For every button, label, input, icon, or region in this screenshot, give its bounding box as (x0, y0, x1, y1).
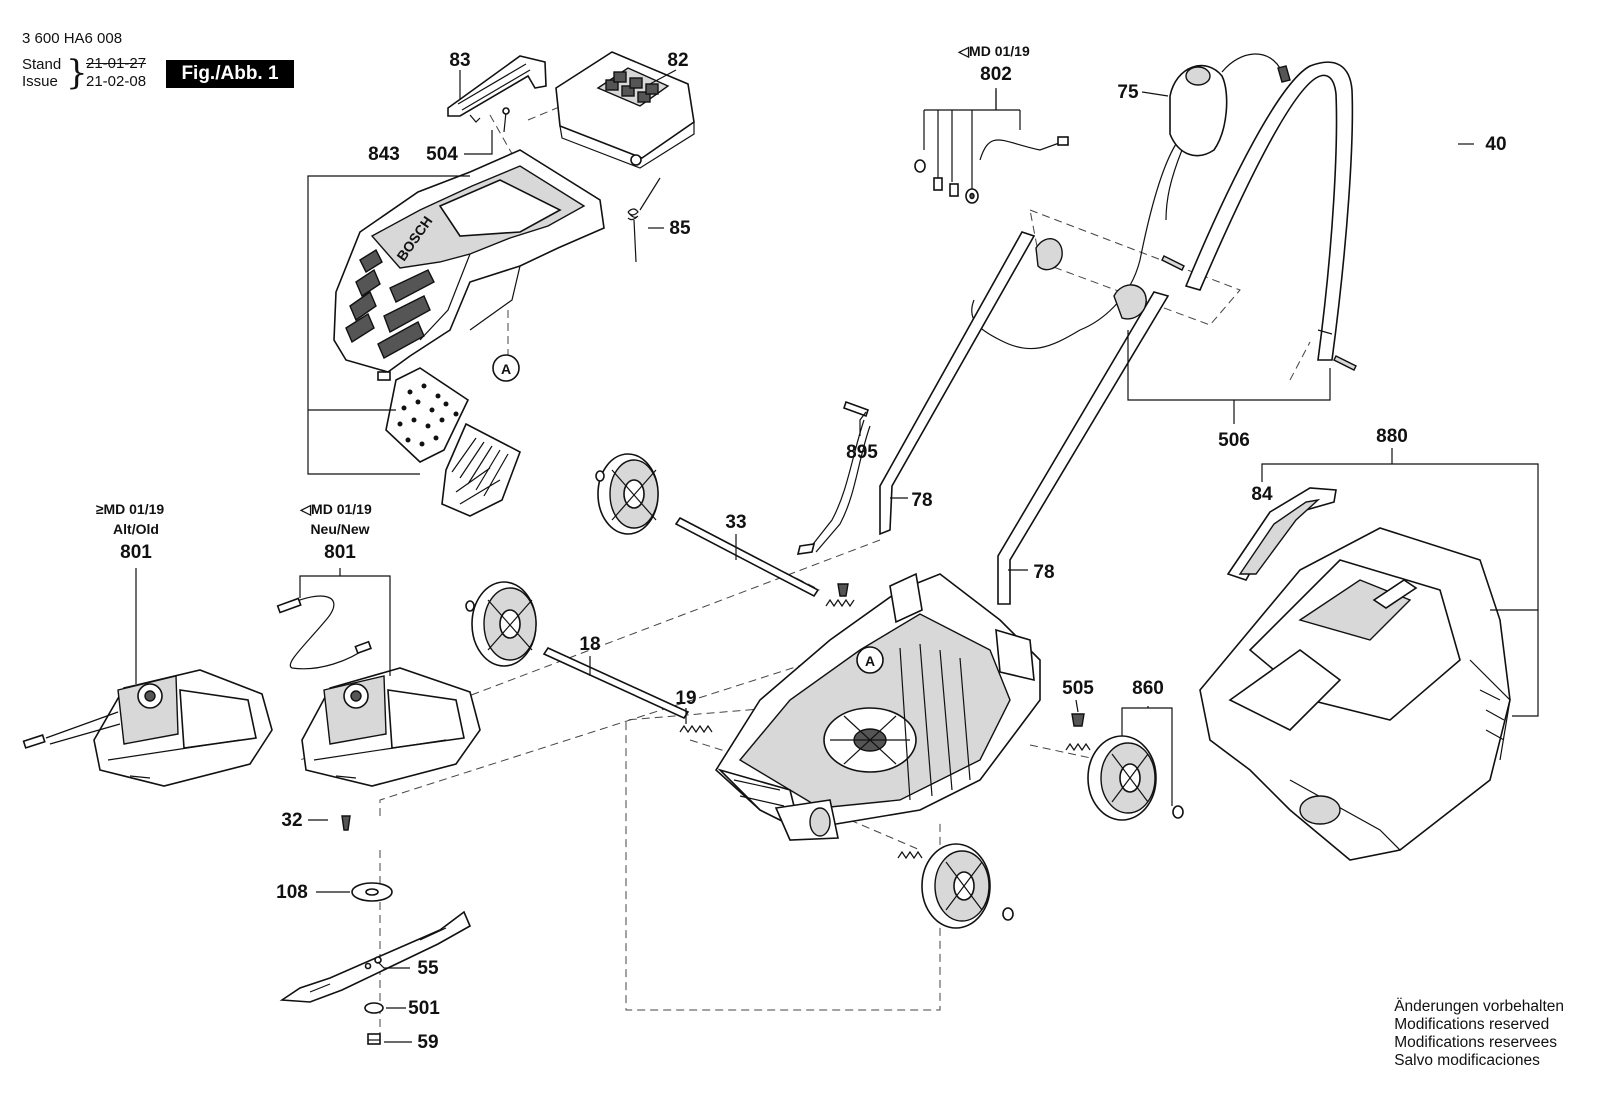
date-old: 21-01-27 (86, 55, 147, 72)
wheel-860-part (1087, 735, 1184, 821)
upper-housing-part: BOSCH (333, 149, 605, 381)
stand-label: Stand (22, 56, 62, 73)
grass-box-880-part (1199, 527, 1511, 861)
grass-box-handle-84-part (1226, 487, 1337, 581)
screw-32-part (341, 815, 351, 831)
variant-old-md-label: ≥MD 01/19 (96, 501, 165, 517)
date-new: 21-02-08 (86, 73, 147, 90)
callout-880: 880 (1376, 426, 1408, 447)
callout-75: 75 (1117, 82, 1139, 103)
callout-843: 843 (368, 144, 400, 165)
housing-vent-slots (345, 248, 435, 359)
note-line-en: Modifications reserved (1394, 1016, 1550, 1033)
clamp-knob-right-part (1113, 284, 1147, 320)
brace-icon: } (66, 53, 88, 93)
clamp-knob-left-part (1035, 238, 1063, 271)
callout-504: 504 (426, 144, 458, 165)
cable-set-802-part (914, 90, 1069, 204)
callout-801-old: 801 (120, 542, 152, 563)
callout-59: 59 (417, 1032, 438, 1053)
callout-78: 78 (911, 490, 932, 511)
reference-marker-a-top: A (492, 354, 520, 382)
bolt-59-part (367, 1033, 381, 1045)
callout-85: 85 (669, 218, 691, 239)
motor-old-part (22, 669, 273, 787)
reference-a-label: A (501, 361, 511, 377)
callout-895: 895 (846, 442, 878, 463)
screw-504-part (502, 107, 510, 133)
switch-box-75-part (971, 53, 1291, 350)
wheel-front-left-part (465, 581, 537, 667)
callout-82: 82 (667, 50, 688, 71)
variant-old-label: Alt/Old (113, 521, 159, 537)
variant-new-label: Neu/New (310, 521, 369, 537)
leader-lines (135, 69, 1539, 1043)
callout-78: 78 (1033, 562, 1054, 583)
note-line-de: Änderungen vorbehalten (1394, 998, 1564, 1015)
mower-deck-part (714, 572, 1041, 841)
callout-505: 505 (1062, 678, 1094, 699)
spring-85-part (627, 177, 661, 263)
issue-label: Issue (22, 73, 58, 90)
callout-33: 33 (725, 512, 746, 533)
callout-108: 108 (276, 882, 308, 903)
callout-84: 84 (1251, 484, 1273, 505)
upper-handle-40-part (1184, 61, 1354, 361)
carry-handle-part (447, 55, 547, 123)
screw-505-part (1071, 713, 1085, 727)
callout-55: 55 (417, 958, 439, 979)
blade-55-part (279, 910, 472, 1003)
callout-83: 83 (449, 50, 470, 71)
motor-cable-part (276, 595, 372, 670)
callout-19: 19 (675, 688, 696, 709)
callout-18: 18 (579, 634, 600, 655)
callout-801-new: 801 (324, 542, 356, 563)
blade-washer-108-part (351, 882, 393, 902)
note-line-es: Salvo modificaciones (1394, 1052, 1540, 1069)
washer-501-part (364, 1002, 384, 1014)
handle-bolt-part (1161, 255, 1357, 371)
cable-md-label: ◁MD 01/19 (957, 43, 1030, 59)
grille-insert-part (385, 367, 470, 463)
note-line-fr: Modifications reservees (1394, 1034, 1558, 1051)
deck-screw-part (837, 583, 849, 597)
callout-labels: 83 82 504 843 85 75 40 506 880 84 895 78… (96, 43, 1507, 1053)
callout-40: 40 (1485, 134, 1506, 155)
figure-badge: Fig./Abb. 1 (166, 60, 294, 88)
grille-comb-part (441, 422, 521, 517)
spring-19-part (679, 724, 713, 734)
callout-32: 32 (281, 810, 302, 831)
axle-18-part (542, 646, 690, 720)
motor-new-part (301, 667, 481, 787)
axle-33-part (674, 516, 820, 598)
lower-handle-right-part (997, 291, 1170, 605)
pin-895-part (842, 400, 870, 418)
callout-501: 501 (408, 998, 440, 1019)
callout-860: 860 (1132, 678, 1164, 699)
wheel-rear-left-part (595, 453, 659, 535)
callout-802: 802 (980, 64, 1012, 85)
document-number: 3 600 HA6 008 (22, 30, 123, 47)
wheel-front-right-part (921, 843, 1014, 929)
reference-a-label: A (865, 653, 875, 669)
reference-marker-a-deck: A (856, 646, 884, 674)
variant-new-md-label: ◁MD 01/19 (299, 501, 372, 517)
spring-part (825, 598, 1091, 860)
modifications-note: Änderungen vorbehalten Modifications res… (1394, 998, 1564, 1070)
callout-506: 506 (1218, 430, 1250, 451)
